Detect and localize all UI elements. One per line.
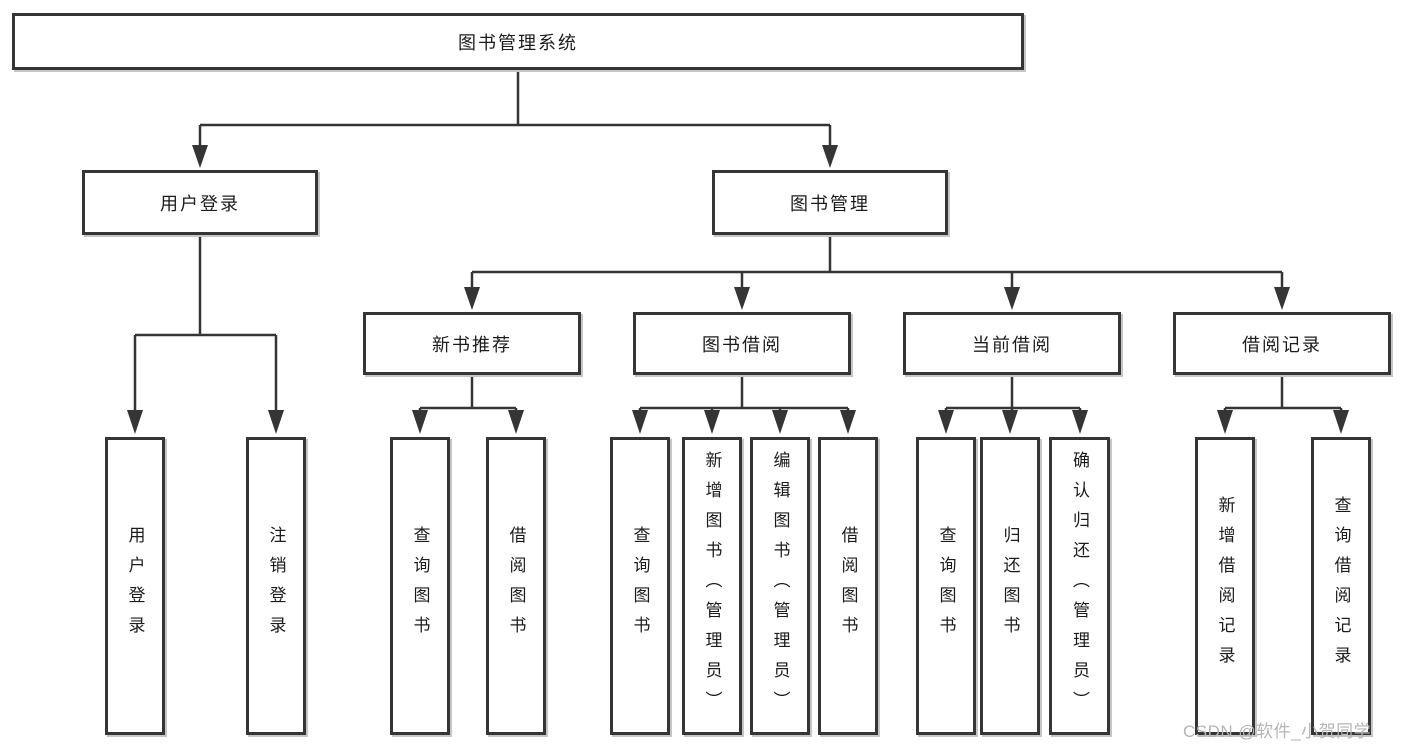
node-current-borrowing-label: 当前借阅 xyxy=(972,334,1052,355)
node-book-borrowing: 图书借阅 xyxy=(633,312,851,375)
node-user-login-action-label: 用户登录 xyxy=(125,526,145,646)
node-library-system: 图书管理系统 xyxy=(12,13,1024,70)
node-query-books-borrowing-label: 查询图书 xyxy=(630,526,650,646)
node-library-system-label: 图书管理系统 xyxy=(458,32,578,53)
node-add-borrow-record: 新增借阅记录 xyxy=(1195,437,1255,735)
node-logout-action: 注销登录 xyxy=(246,437,306,735)
node-book-management: 图书管理 xyxy=(712,170,948,235)
node-query-borrow-record: 查询借阅记录 xyxy=(1311,437,1371,735)
node-borrowing-records: 借阅记录 xyxy=(1173,312,1391,375)
node-new-book-recommendation-label: 新书推荐 xyxy=(432,334,512,355)
node-query-books-current-label: 查询图书 xyxy=(936,526,956,646)
node-confirm-return-admin: 确认归还（管理员） xyxy=(1049,437,1110,735)
node-new-book-recommendation: 新书推荐 xyxy=(363,312,581,375)
watermark-text: CSDN @软件_小贺同学 xyxy=(1183,722,1372,741)
node-borrowing-records-label: 借阅记录 xyxy=(1242,334,1322,355)
node-query-books-recommend-label: 查询图书 xyxy=(410,526,430,646)
node-add-books-admin: 新增图书（管理员） xyxy=(682,437,742,735)
node-borrow-books-borrowing: 借阅图书 xyxy=(818,437,878,735)
node-query-books-recommend: 查询图书 xyxy=(390,437,450,735)
node-return-books-label: 归还图书 xyxy=(1000,526,1020,646)
node-book-management-label: 图书管理 xyxy=(790,193,870,214)
node-edit-books-admin: 编辑图书（管理员） xyxy=(750,437,810,735)
node-query-books-current: 查询图书 xyxy=(916,437,976,735)
node-add-borrow-record-label: 新增借阅记录 xyxy=(1215,496,1235,676)
node-logout-action-label: 注销登录 xyxy=(266,526,286,646)
node-return-books: 归还图书 xyxy=(980,437,1040,735)
node-borrow-books-recommend-label: 借阅图书 xyxy=(506,526,526,646)
node-edit-books-admin-label: 编辑图书（管理员） xyxy=(770,451,790,721)
node-add-books-admin-label: 新增图书（管理员） xyxy=(702,451,722,721)
node-user-login: 用户登录 xyxy=(82,170,318,235)
node-current-borrowing: 当前借阅 xyxy=(903,312,1121,375)
node-borrow-books-borrowing-label: 借阅图书 xyxy=(838,526,858,646)
node-user-login-label: 用户登录 xyxy=(160,193,240,214)
node-query-books-borrowing: 查询图书 xyxy=(610,437,670,735)
node-book-borrowing-label: 图书借阅 xyxy=(702,334,782,355)
node-borrow-books-recommend: 借阅图书 xyxy=(486,437,546,735)
node-user-login-action: 用户登录 xyxy=(105,437,165,735)
node-confirm-return-admin-label: 确认归还（管理员） xyxy=(1070,451,1089,721)
node-query-borrow-record-label: 查询借阅记录 xyxy=(1331,496,1351,676)
